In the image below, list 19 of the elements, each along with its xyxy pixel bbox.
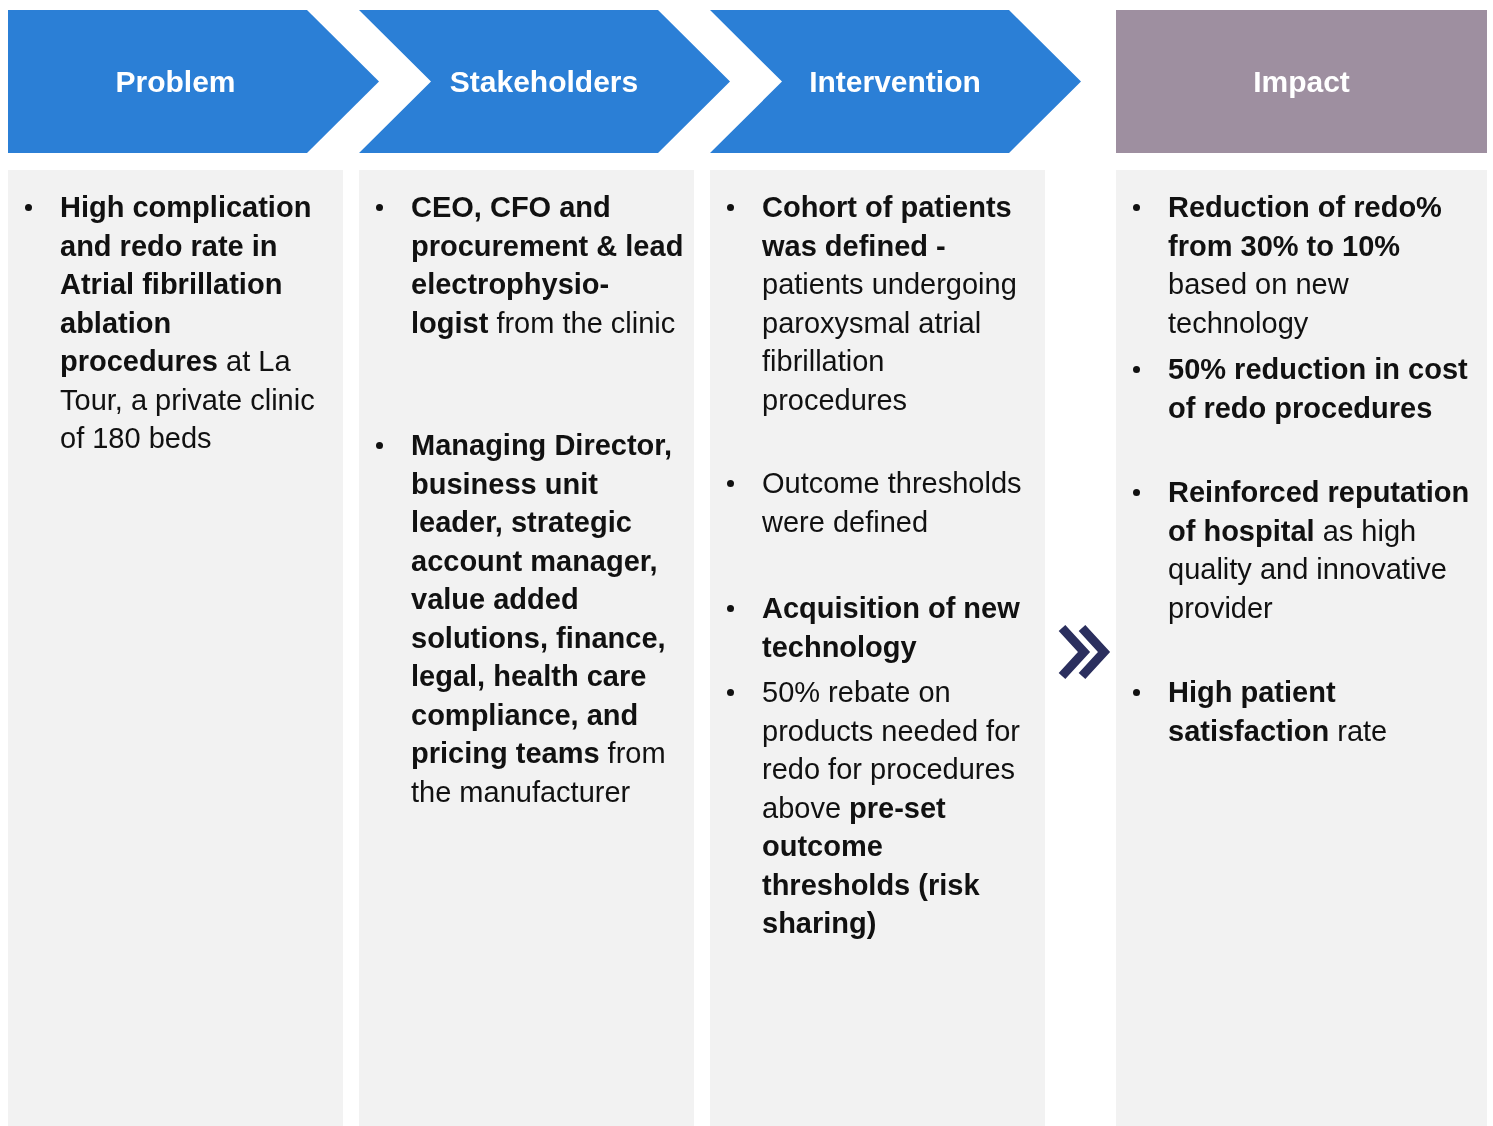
bullet-text: 50% reduction in cost of redo procedures <box>1168 352 1469 426</box>
bullet-text: High patient satisfaction rate <box>1168 675 1389 749</box>
bullet-text: Cohort of patients was defined - patients undergoing paroxysmal atrial fibrillation procedures <box>762 190 1018 418</box>
header-label: Stakeholders <box>449 64 639 99</box>
header-label: Problem <box>115 64 236 99</box>
bullet-text: Managing Director, business unit leader, strategic account manager, value added solutions, finance, legal, health care compliance, and pricing teams from the manufacturer <box>411 428 674 810</box>
bullet-text: Acquisition of new technology <box>762 591 1021 665</box>
column-panel <box>710 170 1045 1126</box>
bullet-text: Reinforced reputation of hospital as high quality and innovative provider <box>1168 475 1471 626</box>
bullet-text: Outcome thresholds were defined <box>762 466 1023 540</box>
bullet-text: High complication and redo rate in Atrial fibrillation ablation procedures at La Tour, a private clinic of 180 beds <box>60 190 316 456</box>
column-panel <box>1116 170 1487 1126</box>
header-label: Intervention <box>809 64 981 99</box>
column-panel <box>8 170 343 1126</box>
bullet-text: CEO, CFO and procurement & lead electrophysio-logist from the clinic <box>411 190 685 341</box>
column-panel <box>359 170 694 1126</box>
bullet-text: Reduction of redo% from 30% to 10% based on new technology <box>1168 190 1443 341</box>
header-label: Impact <box>1253 64 1350 99</box>
bullet-text: 50% rebate on products needed for redo for procedures above pre-set outcome thresholds (risk sharing) <box>762 675 1021 941</box>
